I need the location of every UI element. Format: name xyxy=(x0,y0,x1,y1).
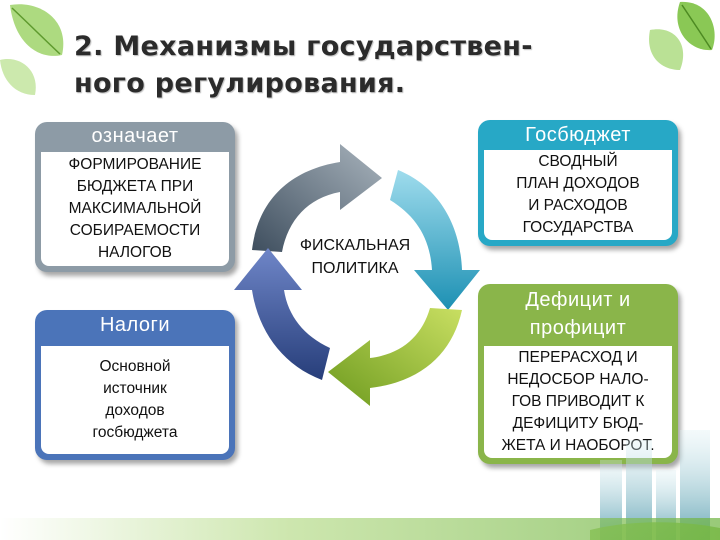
cycle-arrows-icon xyxy=(234,144,480,406)
box-means-line: ФОРМИРОВАНИЕ xyxy=(68,156,202,173)
box-deficit-line: НЕДОСБОР НАЛО- xyxy=(507,371,649,388)
leaf-icon xyxy=(649,1,715,70)
title-line-2: ного регулирования. xyxy=(74,68,406,99)
box-budget-line: ПЛАН ДОХОДОВ xyxy=(516,175,640,192)
box-deficit-line: ЖЕТА И НАОБОРОТ. xyxy=(501,437,655,454)
box-deficit-body: ПЕРЕРАСХОД И НЕДОСБОР НАЛО- ГОВ ПРИВОДИТ… xyxy=(484,346,672,458)
box-taxes-body: Основной источник доходов госбюджета xyxy=(41,346,229,454)
bottom-band xyxy=(0,518,720,540)
box-deficit-line: ГОВ ПРИВОДИТ К xyxy=(511,393,645,410)
center-label-line-2: ПОЛИТИКА xyxy=(311,260,399,277)
title-line-1: 2. Механизмы государствен- xyxy=(74,31,533,62)
box-means-line: СОБИРАЕМОСТИ xyxy=(69,222,201,239)
box-budget-line: СВОДНЫЙ xyxy=(538,153,618,170)
box-taxes-line: источник xyxy=(103,380,167,397)
leaf-icon xyxy=(0,4,64,95)
box-budget-body: СВОДНЫЙ ПЛАН ДОХОДОВ И РАСХОДОВ ГОСУДАРС… xyxy=(484,150,672,240)
box-means: означает ФОРМИРОВАНИЕ БЮДЖЕТА ПРИ МАКСИМ… xyxy=(35,122,235,272)
box-deficit-header-line-1: Дефицит и xyxy=(525,289,631,311)
box-deficit-line: ПЕРЕРАСХОД И xyxy=(518,349,638,366)
box-deficit-header-line-2: профицит xyxy=(529,317,627,339)
box-means-line: НАЛОГОВ xyxy=(97,244,172,261)
box-means-line: МАКСИМАЛЬНОЙ xyxy=(68,200,202,217)
box-taxes-line: Основной xyxy=(99,358,171,375)
box-deficit-header: Дефицит и профицит xyxy=(478,284,678,346)
box-means-body: ФОРМИРОВАНИЕ БЮДЖЕТА ПРИ МАКСИМАЛЬНОЙ СО… xyxy=(41,152,229,266)
page-title: 2. Механизмы государствен- ного регулиро… xyxy=(74,28,634,102)
box-deficit: Дефицит и профицит ПЕРЕРАСХОД И НЕДОСБОР… xyxy=(478,284,678,464)
box-taxes-line: госбюджета xyxy=(92,424,178,441)
box-taxes-header: Налоги xyxy=(99,314,171,336)
box-means-header: означает xyxy=(91,125,179,147)
box-deficit-line: ДЕФИЦИТУ БЮД- xyxy=(512,415,644,432)
box-budget-line: ГОСУДАРСТВА xyxy=(522,219,634,236)
center-label-line-1: ФИСКАЛЬНАЯ xyxy=(299,237,411,254)
center-label: ФИСКАЛЬНАЯ ПОЛИТИКА xyxy=(270,234,440,280)
box-means-line: БЮДЖЕТА ПРИ xyxy=(76,178,194,195)
box-taxes: Налоги Основной источник доходов госбюдж… xyxy=(35,310,235,460)
box-taxes-line: доходов xyxy=(105,402,165,419)
box-budget-header: Госбюджет xyxy=(525,124,631,146)
box-budget-line: И РАСХОДОВ xyxy=(528,197,628,214)
box-budget: Госбюджет СВОДНЫЙ ПЛАН ДОХОДОВ И РАСХОДО… xyxy=(478,120,678,246)
